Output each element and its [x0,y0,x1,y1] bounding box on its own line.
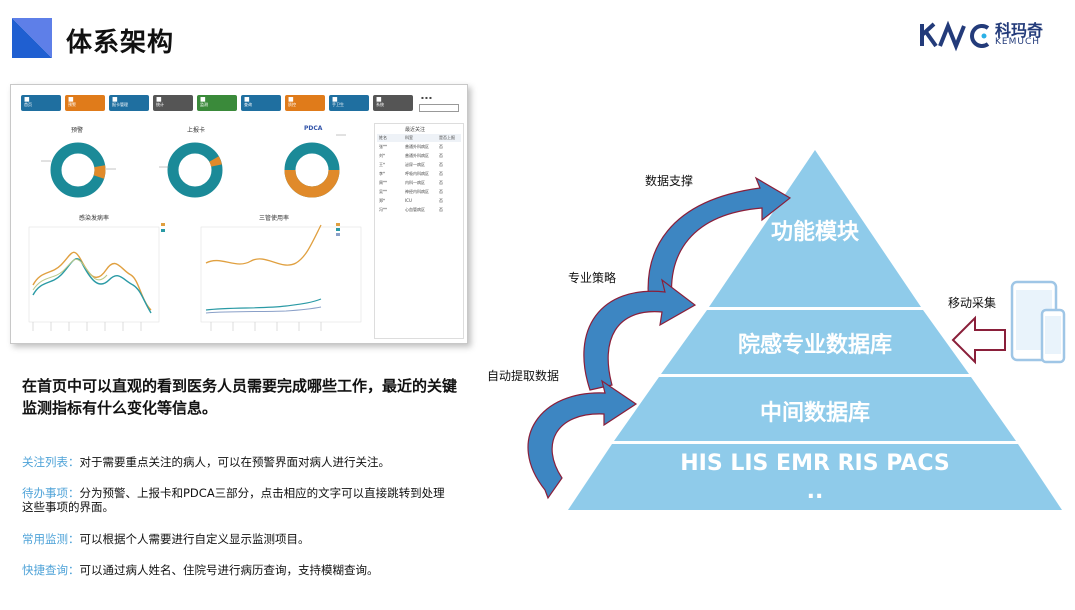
tile-label: 手卫生 [332,102,344,107]
tile-icon: ■ [24,96,30,103]
pyramid-level-his [568,444,1062,510]
title-mark-icon [12,18,52,58]
donut-warning [50,142,106,198]
table-title: 最近关注 [405,127,426,133]
tile-label: 质控 [288,102,296,107]
headline: 在首页中可以直观的看到医务人员需要完成哪些工作，最近的关键监测指标有什么变化等信… [22,377,458,417]
table-row: 李*呼吸内科病区否 [379,171,443,176]
pyramid-label-functions: 功能模块 [770,220,859,245]
label-data-support: 数据支撑 [645,174,694,188]
arrow-mobile-collect [951,315,1006,365]
tile-label: 查询 [244,102,252,107]
tile-icon: ■ [200,96,206,103]
tile-label: 系统 [376,102,384,107]
pyramid-label-ic-db: 院感专业数据库 [737,333,892,358]
desc-attention-list: 关注列表：对于需要重点关注的病人，可以在预警界面对病人进行关注。 [22,455,390,469]
table-row: 冯**心血管病区否 [379,207,443,212]
dashboard-tile: ■监测 [197,95,237,111]
donut-title-pdca: PDCA [304,125,323,132]
donut-title-report: 上报卡 [187,127,206,134]
label-auto-extract: 自动提取数据 [487,369,560,383]
tile-label: 报卡管理 [112,102,128,107]
dashboard-tile: ■统计 [153,95,193,111]
logo-text-cn: 科玛奇 [995,21,1044,40]
dashboard-tile: ■查询 [241,95,281,111]
tile-icon: ■ [68,96,74,103]
donut-report [167,142,223,198]
curved-arrows [527,176,792,500]
label-strategy: 专业策略 [568,271,617,285]
arrow-auto-extract [527,379,638,500]
pyramid-level-ic-db [661,310,969,374]
tile-label: 监测 [200,102,208,107]
tile-label: 首页 [24,102,32,107]
dashboard-tile: ■质控 [285,95,325,111]
table-row: 刘*普通外科病区否 [379,153,443,158]
dashboard-tile: ■系统 [373,95,413,111]
recent-attention-table: 最近关注 姓名 科室 是否上报 张**普通外科病区否刘*普通外科病区否王*泌尿一… [374,123,464,339]
logo-text-en: KEMUCH [995,37,1040,47]
pyramid-level-functions [709,150,921,307]
mobile-devices-icon [1010,280,1066,364]
table-header: 姓名 科室 是否上报 [377,134,461,142]
desc-quick-query: 快捷查询：可以通过病人姓名、住院号进行病历查询，支持模糊查询。 [22,563,379,577]
dashboard-search-input [419,104,459,112]
desc-common-monitoring: 常用监测：可以根据个人需要进行自定义显示监测项目。 [22,532,310,546]
tile-icon: ■ [244,96,250,103]
dashboard-tile: ■手卫生 [329,95,369,111]
tile-icon: ■ [376,96,382,103]
tile-label: 统计 [156,102,164,107]
page-title: 体系架构 [66,28,175,58]
dashboard-screenshot: ■首页■预警■报卡管理■统计■监测■查询■质控■手卫生■系统 ▪ ▪ ▪ 预警 … [10,84,468,344]
pyramid-layers [568,150,1062,510]
arrow-strategy [583,278,697,391]
tile-icon: ■ [288,96,294,103]
pyramid-label-source-systems: HIS LIS EMR RIS PACS .. [680,451,950,504]
table-row: 张**普通外科病区否 [379,144,443,149]
kemuch-logo [920,20,990,52]
dashboard-charts [28,134,362,331]
pyramid-label-middle-db: 中间数据库 [759,401,870,426]
donut-title-warning: 预警 [71,127,84,134]
table-row: 王*泌尿一病区否 [379,162,443,167]
dashboard-user-info: ▪ ▪ ▪ [421,95,432,100]
donut-pdca [284,142,340,198]
pyramid-level-middle-db [614,377,1016,441]
table-row: 周**内科一病区否 [379,180,443,185]
tile-label: 预警 [68,102,76,107]
desc-todo: 待办事项：分为预警、上报卡和PDCA三部分，点击相应的文字可以直接跳转到处理这些… [22,486,445,514]
tile-icon: ■ [332,96,338,103]
dashboard-tile: ■预警 [65,95,105,111]
dashboard-tile: ■报卡管理 [109,95,149,111]
line-chart-title-tubes: 三管使用率 [259,215,290,222]
line-chart-title-infection: 感染发病率 [79,215,110,222]
label-mobile-collect: 移动采集 [948,296,997,310]
tile-icon: ■ [156,96,162,103]
table-row: 吴**神经内科病区否 [379,189,443,194]
tile-icon: ■ [112,96,118,103]
dashboard-tile: ■首页 [21,95,61,111]
